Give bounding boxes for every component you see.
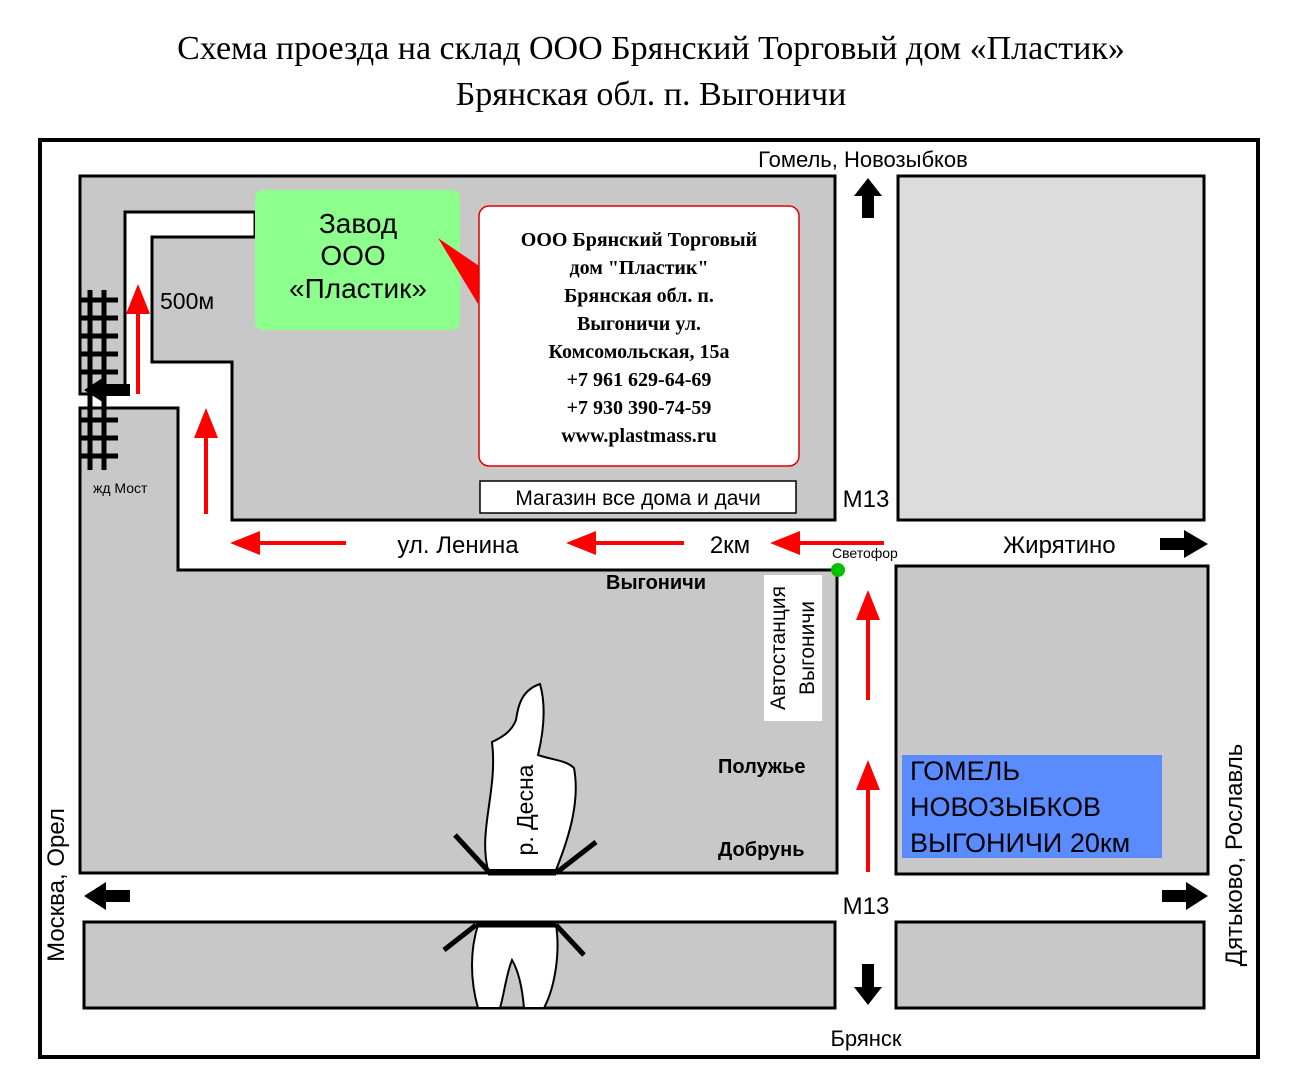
place-dobrun-label: Добрунь: [718, 839, 805, 861]
arrow-south-icon: [854, 964, 882, 1005]
arrow-east-m13-icon: [1162, 882, 1208, 910]
direction-zhiryatino-label: Жирятино: [1003, 532, 1116, 559]
shop-label: Магазин все дома и дачи: [515, 487, 760, 510]
page-title-line1: Схема проезда на склад ООО Брянский Торг…: [177, 30, 1125, 67]
traffic-light-label: Светофор: [832, 545, 898, 561]
bridge-top-left: [453, 833, 492, 875]
info-phone2: +7 930 390-74-59: [567, 397, 712, 419]
road-sign: [902, 755, 1162, 858]
rail-bridge-label: жд Мост: [93, 480, 148, 496]
river-north: [484, 682, 577, 871]
info-line2: дом "Пластик": [569, 257, 708, 279]
place-vygonichi-label: Выгоничи: [606, 572, 706, 594]
bridge-bottom-right: [554, 923, 586, 957]
info-phone1: +7 961 629-64-69: [567, 369, 712, 391]
arrow-east-zhiryatino-icon: [1160, 530, 1208, 558]
bus-station-line1: Автостанция: [767, 586, 790, 710]
distance-2km-label: 2км: [710, 532, 750, 559]
river-desna-label: р. Десна: [512, 764, 538, 855]
info-line4: Выгоничи ул.: [577, 313, 701, 335]
bus-station-line2: Выгоничи: [796, 601, 819, 695]
river-south: [471, 924, 559, 1009]
street-lenina-label: ул. Ленина: [397, 532, 519, 559]
callout-pointer: [438, 238, 482, 304]
road-sign-line2: НОВОЗЫБКОВ: [910, 792, 1101, 822]
block-top-right: [896, 174, 1206, 522]
arrow-west-rail-icon: [84, 377, 130, 403]
info-line3: Брянская обл. п.: [564, 285, 714, 307]
info-line1: ООО Брянский Торговый: [521, 229, 757, 251]
shop-box: [479, 480, 797, 514]
direction-north-label: Гомель, Новозыбков: [758, 147, 968, 172]
direction-south-label: Брянск: [830, 1026, 901, 1051]
direction-east-label: Дятьково, Рославль: [1221, 744, 1248, 966]
place-poluzhye-label: Полужье: [718, 756, 806, 778]
arrow-north-icon: [854, 178, 882, 218]
arrow-west-m13-icon: [84, 882, 130, 910]
factory-line1: Завод: [319, 208, 397, 239]
factory-box: [255, 190, 460, 330]
road-sign-line1: ГОМЕЛЬ: [910, 756, 1020, 786]
traffic-light-icon: [831, 563, 845, 577]
block-bottom-right: [894, 920, 1206, 1010]
bridge-bottom-left: [442, 923, 478, 952]
factory-line2: ООО: [320, 240, 385, 271]
direction-west-label: Москва, Орел: [43, 808, 70, 962]
bridge-top-right: [554, 840, 598, 875]
page-title-line2: Брянская обл. п. Выгоничи: [455, 76, 847, 113]
info-box: [478, 205, 800, 467]
route-arrows: [126, 284, 884, 872]
info-site: www.plastmass.ru: [561, 425, 717, 447]
road-sign-line3: ВЫГОНИЧИ 20км: [910, 828, 1130, 858]
bus-station-box: [764, 575, 822, 721]
distance-500m-label: 500м: [160, 288, 214, 314]
map-frame: [38, 138, 1260, 1059]
road-m13-top-label: М13: [843, 486, 890, 513]
info-line5: Комсомольская, 15а: [548, 341, 729, 363]
factory-line3: «Пластик»: [289, 273, 427, 304]
road-m13-bottom-label: М13: [843, 893, 890, 920]
